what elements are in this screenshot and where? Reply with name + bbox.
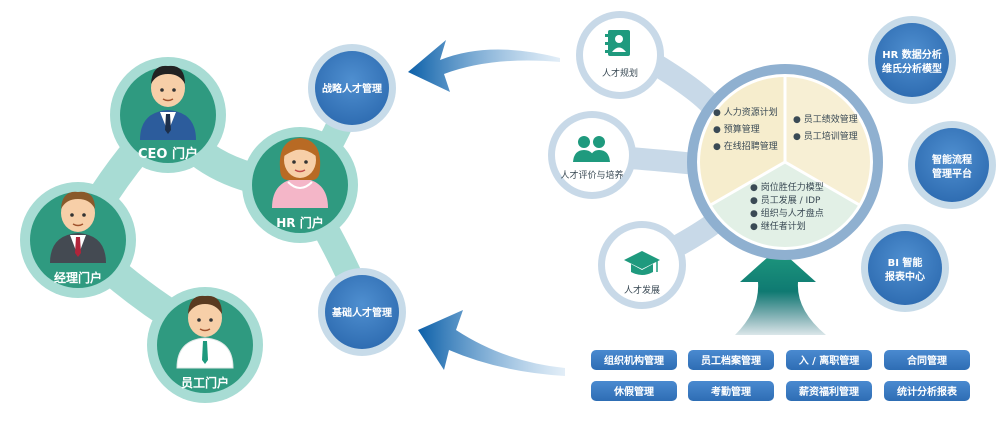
hr-analysis-line2: 维氏分析模型 xyxy=(882,62,942,75)
graduation-cap-icon xyxy=(624,251,660,275)
base-button-label: 合同管理 xyxy=(906,354,947,367)
base-button-profile[interactable]: 员工档案管理 xyxy=(688,350,774,370)
base-buttons: 组织机构管理 员工档案管理 入 / 离职管理 合同管理 休假管理 考勤管理 薪资… xyxy=(591,350,970,401)
manager-portal-label: 经理门户 xyxy=(54,270,102,285)
pie-bottom-item: ● 继任者计划 xyxy=(750,220,806,232)
users-icon xyxy=(573,136,610,162)
base-button-payroll[interactable]: 薪资福利管理 xyxy=(786,381,872,401)
base-button-attendance[interactable]: 考勤管理 xyxy=(688,381,774,401)
hr-avatar-icon xyxy=(272,138,328,208)
hr-portal-node[interactable]: HR 门户 xyxy=(242,127,358,243)
pie-bottom-item: ● 员工发展 / IDP xyxy=(750,194,821,206)
arrow-to-basic-icon xyxy=(418,310,565,376)
talent-evaluation-label: 人才评价与培养 xyxy=(560,169,623,181)
bi-line2: 报表中心 xyxy=(885,270,925,283)
workflow-line1: 智能流程 xyxy=(932,153,972,166)
basic-talent-node[interactable]: 基础人才管理 xyxy=(318,268,406,356)
talent-development-label: 人才发展 xyxy=(624,284,660,296)
arrow-to-strategic-icon xyxy=(408,40,560,92)
talent-hub-pie: ● 人力资源计划 ● 预算管理 ● 在线招聘管理 ● 员工绩效管理 ● 员工培训… xyxy=(687,64,883,260)
bi-line1: BI 智能 xyxy=(888,256,923,269)
pie-left-item: ● 在线招聘管理 xyxy=(713,140,778,152)
talent-evaluation-node[interactable]: 人才评价与培养 xyxy=(548,111,636,199)
workflow-line2: 管理平台 xyxy=(932,167,972,180)
workflow-platform-node[interactable]: 智能流程 管理平台 xyxy=(908,121,996,209)
talent-planning-node[interactable]: 人才规划 xyxy=(576,11,664,99)
base-button-onboarding[interactable]: 入 / 离职管理 xyxy=(786,350,872,370)
base-button-org[interactable]: 组织机构管理 xyxy=(591,350,677,370)
talent-planning-label: 人才规划 xyxy=(602,67,638,79)
manager-avatar-icon xyxy=(50,191,106,263)
pie-bottom-item: ● 岗位胜任力模型 xyxy=(750,181,824,193)
base-button-reports[interactable]: 统计分析报表 xyxy=(884,381,970,401)
base-button-label: 休假管理 xyxy=(613,385,654,398)
pie-right-item: ● 员工培训管理 xyxy=(793,130,858,142)
pie-left-item: ● 预算管理 xyxy=(713,123,760,135)
hr-analysis-node[interactable]: HR 数据分析 维氏分析模型 xyxy=(868,16,956,104)
pie-right-item: ● 员工绩效管理 xyxy=(793,113,858,125)
ceo-portal-node[interactable]: CEO 门户 xyxy=(110,57,226,173)
employee-portal-node[interactable]: 员工门户 xyxy=(147,287,263,403)
strategic-talent-label: 战略人才管理 xyxy=(322,82,382,95)
base-button-label: 员工档案管理 xyxy=(701,354,761,367)
hr-analysis-line1: HR 数据分析 xyxy=(882,48,942,61)
pie-bottom-item: ● 组织与人才盘点 xyxy=(750,207,824,219)
contact-book-icon xyxy=(605,30,630,56)
base-button-label: 统计分析报表 xyxy=(897,385,958,398)
employee-portal-label: 员工门户 xyxy=(181,375,229,390)
base-button-label: 考勤管理 xyxy=(711,385,751,398)
base-button-label: 入 / 离职管理 xyxy=(799,354,860,367)
ceo-avatar-icon xyxy=(140,65,196,140)
up-arrow-icon xyxy=(735,248,826,335)
strategic-talent-node[interactable]: 战略人才管理 xyxy=(308,44,396,132)
manager-portal-node[interactable]: 经理门户 xyxy=(20,182,136,298)
ceo-portal-label: CEO 门户 xyxy=(138,146,198,162)
basic-talent-label: 基础人才管理 xyxy=(331,306,392,319)
bi-report-node[interactable]: BI 智能 报表中心 xyxy=(861,224,949,312)
talent-development-node[interactable]: 人才发展 xyxy=(598,221,686,309)
base-button-label: 组织机构管理 xyxy=(604,354,664,367)
base-button-contract[interactable]: 合同管理 xyxy=(884,350,970,370)
employee-avatar-icon xyxy=(176,295,234,369)
pie-left-item: ● 人力资源计划 xyxy=(713,106,778,118)
base-button-label: 薪资福利管理 xyxy=(799,385,859,398)
base-button-leave[interactable]: 休假管理 xyxy=(591,381,677,401)
hr-portal-label: HR 门户 xyxy=(276,215,323,230)
